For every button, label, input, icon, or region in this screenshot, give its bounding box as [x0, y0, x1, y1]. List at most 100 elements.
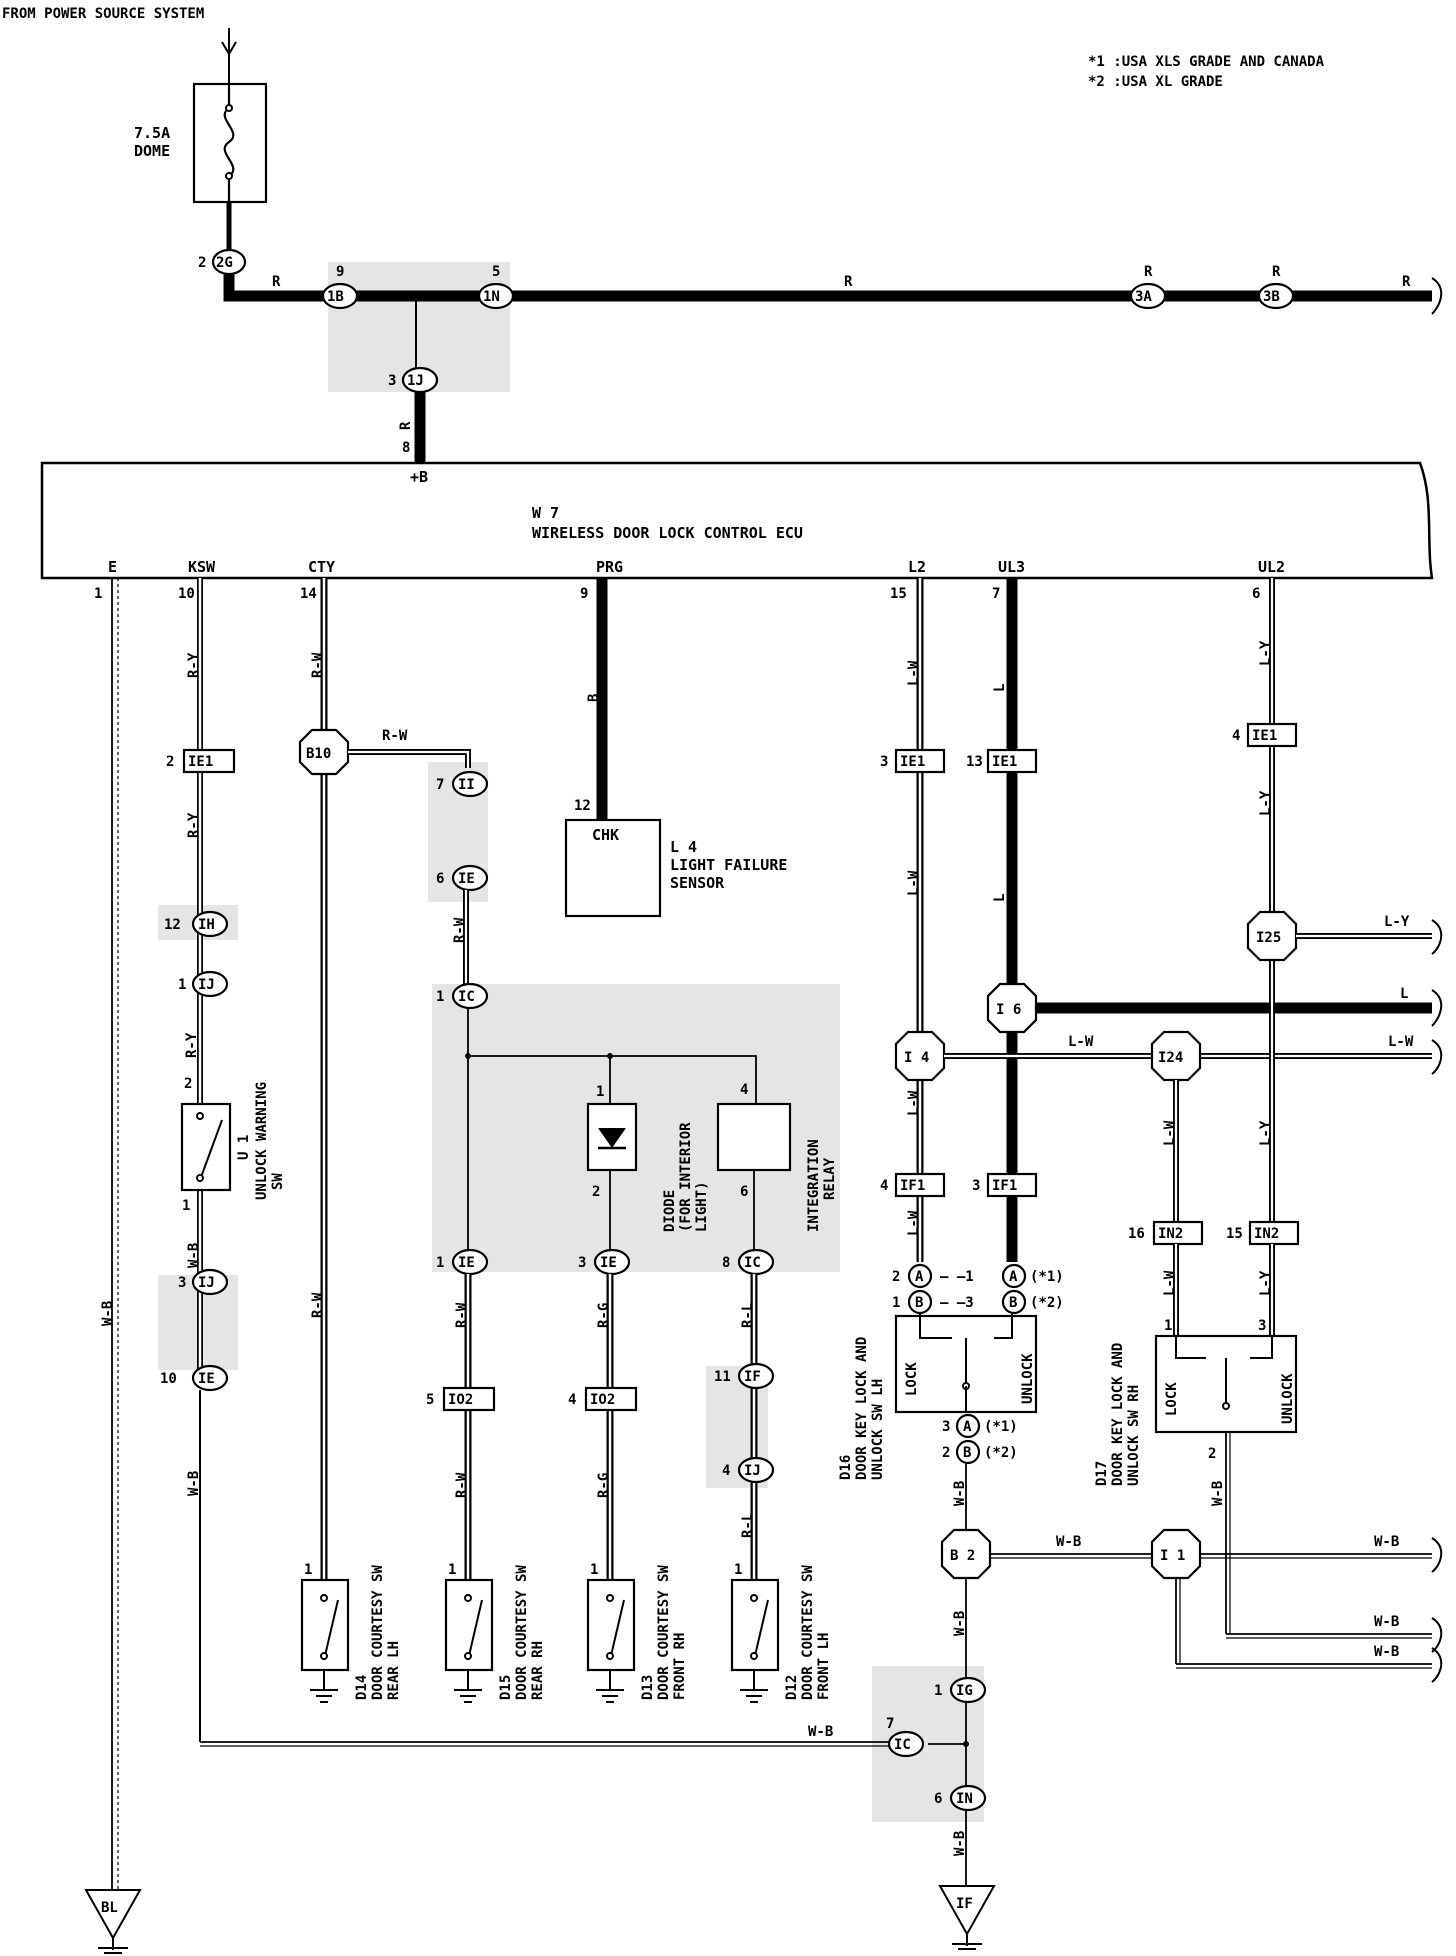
svg-text:D16: D16	[838, 1455, 854, 1480]
svg-text:9: 9	[580, 586, 588, 602]
connector-3B	[1257, 282, 1295, 310]
connector-A-bottom	[955, 1413, 981, 1439]
svg-text:IO2: IO2	[448, 1392, 473, 1408]
svg-text:1: 1	[436, 1255, 444, 1271]
svg-text:A: A	[915, 1269, 924, 1285]
svg-text:14: 14	[300, 586, 317, 602]
svg-text:IE: IE	[458, 1255, 475, 1271]
connector-IJ-ksw2	[191, 1268, 229, 1296]
svg-text:W-B: W-B	[952, 1831, 968, 1856]
light-failure-sensor	[564, 818, 662, 918]
svg-text:IE1: IE1	[900, 754, 925, 770]
svg-text:DOOR KEY LOCK AND: DOOR KEY LOCK AND	[1110, 1343, 1126, 1486]
svg-text:I 1: I 1	[1160, 1548, 1185, 1564]
svg-text:(*1): (*1)	[984, 1419, 1018, 1435]
svg-text:UNLOCK: UNLOCK	[1280, 1373, 1296, 1424]
svg-text:16: 16	[1128, 1226, 1145, 1242]
ecu-code: W 7	[532, 504, 559, 522]
svg-text:(*2): (*2)	[984, 1445, 1018, 1461]
svg-text:IN: IN	[956, 1791, 973, 1807]
svg-text:4: 4	[880, 1178, 888, 1194]
connector-IF	[737, 1362, 775, 1390]
svg-text:11: 11	[714, 1369, 731, 1385]
svg-text:REAR LH: REAR LH	[386, 1641, 402, 1700]
svg-text:L-Y: L-Y	[1384, 914, 1410, 930]
svg-text:R-Y: R-Y	[184, 1032, 200, 1058]
fuse-name: DOME	[134, 142, 170, 160]
svg-text:13: 13	[966, 754, 983, 770]
svg-text:8: 8	[402, 440, 410, 456]
svg-text:R: R	[272, 274, 281, 290]
svg-text:R-Y: R-Y	[186, 812, 202, 838]
svg-text:R: R	[1272, 264, 1281, 280]
junction-B2	[940, 1528, 992, 1580]
svg-text:L: L	[1400, 986, 1408, 1002]
svg-text:IE: IE	[600, 1255, 617, 1271]
svg-text:R-W: R-W	[454, 1472, 470, 1498]
svg-text:IF1: IF1	[992, 1178, 1017, 1194]
svg-text:L: L	[992, 684, 1008, 692]
svg-text:W-B: W-B	[1374, 1614, 1399, 1630]
ecu-terminal-UL3: UL3	[998, 558, 1025, 576]
svg-text:W-B: W-B	[952, 1611, 968, 1636]
svg-text:UNLOCK: UNLOCK	[1020, 1353, 1036, 1404]
svg-text:SW: SW	[270, 1173, 286, 1190]
connector-IE1-ul3	[986, 748, 1038, 774]
svg-text:3: 3	[942, 1419, 950, 1435]
svg-text:W-B: W-B	[1374, 1644, 1399, 1660]
svg-text:B: B	[915, 1295, 923, 1311]
svg-text:(*2): (*2)	[1030, 1295, 1064, 1311]
svg-text:— —1: — —1	[940, 1269, 974, 1285]
svg-text:IC: IC	[744, 1255, 761, 1271]
svg-text:IC: IC	[458, 989, 475, 1005]
svg-text:10: 10	[178, 586, 195, 602]
connector-2G	[211, 248, 247, 276]
svg-text:3: 3	[578, 1255, 586, 1271]
svg-text:2: 2	[892, 1269, 900, 1285]
svg-text:LIGHT FAILURE: LIGHT FAILURE	[670, 856, 787, 874]
ecu-terminal-UL2: UL2	[1258, 558, 1285, 576]
svg-text:1: 1	[182, 1198, 190, 1214]
svg-text:(FOR INTERIOR: (FOR INTERIOR	[678, 1122, 694, 1232]
svg-text:IG: IG	[956, 1683, 973, 1699]
connector-A-left	[907, 1263, 933, 1289]
svg-text:(*1): (*1)	[1030, 1269, 1064, 1285]
svg-text:W-B: W-B	[186, 1471, 202, 1496]
svg-text:6: 6	[436, 871, 444, 887]
svg-text:R-Y: R-Y	[186, 652, 202, 678]
connector-B-right	[1001, 1289, 1027, 1315]
svg-text:R: R	[1144, 264, 1153, 280]
svg-text:1B: 1B	[327, 289, 344, 305]
svg-text:IJ: IJ	[198, 977, 215, 993]
ecu-terminal-CTY: CTY	[308, 558, 335, 576]
svg-text:B 2: B 2	[950, 1548, 975, 1564]
svg-text:L-W: L-W	[906, 1090, 922, 1116]
svg-text:SENSOR: SENSOR	[670, 874, 725, 892]
svg-text:6: 6	[934, 1791, 942, 1807]
svg-text:W-B: W-B	[808, 1724, 833, 1740]
svg-text:R-G: R-G	[596, 1473, 612, 1498]
header-source: FROM POWER SOURCE SYSTEM	[2, 6, 204, 22]
svg-text:R: R	[844, 274, 853, 290]
switch-D15	[444, 1578, 494, 1703]
svg-text:3: 3	[388, 373, 396, 389]
connector-IH	[191, 910, 229, 938]
svg-text:L-W: L-W	[1162, 1120, 1178, 1146]
svg-text:L-W: L-W	[906, 1210, 922, 1236]
svg-text:W-B: W-B	[952, 1481, 968, 1506]
svg-text:L-W: L-W	[1162, 1270, 1178, 1296]
svg-text:2: 2	[592, 1184, 600, 1200]
ecu-terminal-KSW: KSW	[188, 558, 216, 576]
svg-text:W-B: W-B	[1374, 1534, 1399, 1550]
svg-text:R-W: R-W	[310, 652, 326, 678]
svg-text:7: 7	[992, 586, 1000, 602]
svg-text:B: B	[1009, 1295, 1017, 1311]
connector-II	[451, 770, 489, 798]
svg-text:IN2: IN2	[1254, 1226, 1279, 1242]
svg-text:D14: D14	[354, 1675, 370, 1700]
svg-text:1: 1	[596, 1084, 604, 1100]
svg-text:15: 15	[890, 586, 907, 602]
connector-3A	[1129, 282, 1167, 310]
junction-I6	[986, 982, 1038, 1034]
